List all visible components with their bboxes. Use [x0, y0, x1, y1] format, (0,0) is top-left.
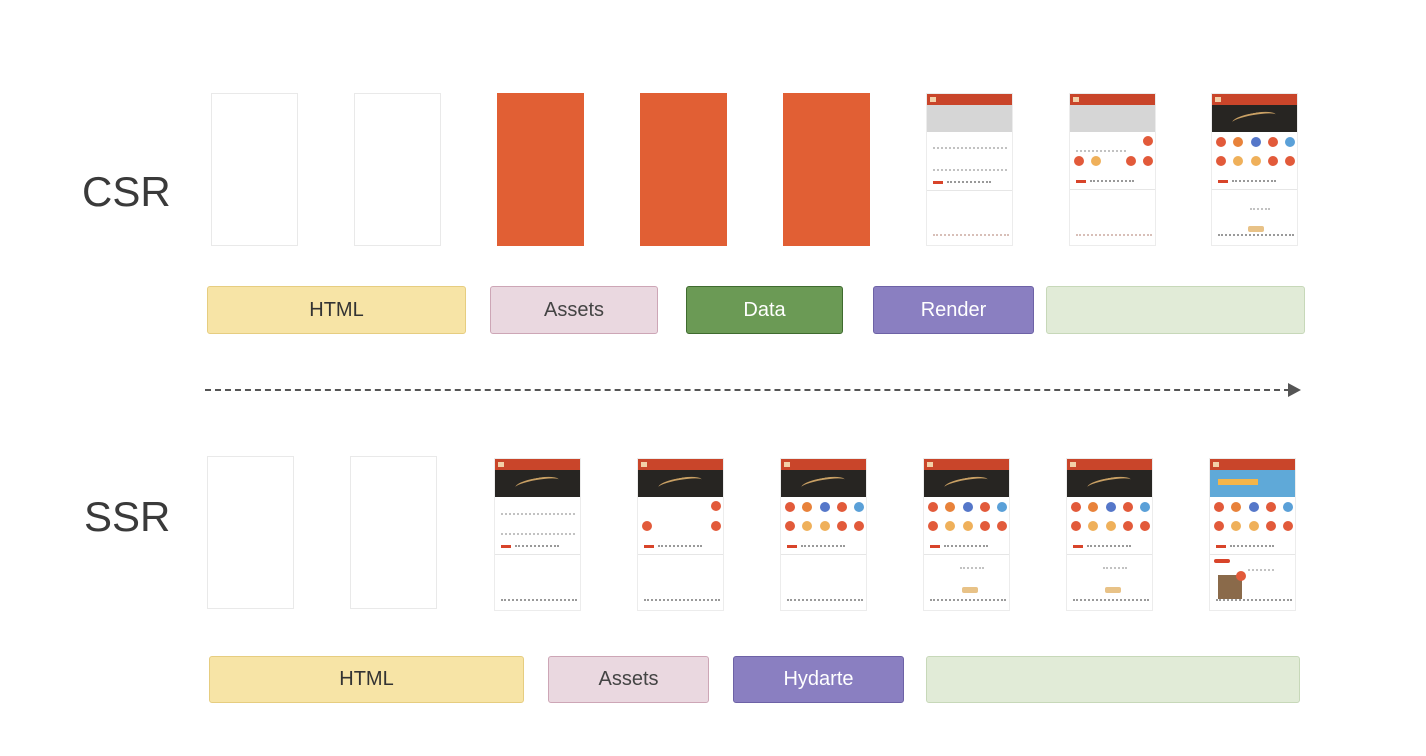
ssr-frame-6 [923, 458, 1010, 611]
ssr-frame-1 [207, 456, 294, 609]
csr-frame-1 [211, 93, 298, 246]
csr-render-bar: Render [873, 286, 1034, 334]
csr-data-bar: Data [686, 286, 843, 334]
ssr-frame-5 [780, 458, 867, 611]
timeline-arrow-head [1288, 383, 1301, 397]
csr-frame-3 [497, 93, 584, 246]
csr-frame-5 [783, 93, 870, 246]
ssr-hydrate-bar: Hydarte [733, 656, 904, 703]
csr-html-bar: HTML [207, 286, 466, 334]
app-header [927, 94, 1012, 105]
ssr-frame-2 [350, 456, 437, 609]
ssr-label: SSR [84, 493, 171, 540]
csr-frame-2 [354, 93, 441, 246]
csr-frame-8 [1211, 93, 1298, 246]
ssr-frame-4 [637, 458, 724, 611]
csr-frame-7 [1069, 93, 1156, 246]
csr-frame-6 [926, 93, 1013, 246]
ssr-idle-bar [926, 656, 1300, 703]
timeline-arrow-line [205, 389, 1290, 391]
csr-label: CSR [82, 168, 171, 215]
csr-assets-bar: Assets [490, 286, 658, 334]
ssr-frame-8 [1209, 458, 1296, 611]
ssr-assets-bar: Assets [548, 656, 709, 703]
ssr-frame-3 [494, 458, 581, 611]
banner-placeholder [927, 105, 1012, 132]
ssr-frame-7 [1066, 458, 1153, 611]
ssr-html-bar: HTML [209, 656, 524, 703]
csr-idle-bar [1046, 286, 1305, 334]
csr-frame-4 [640, 93, 727, 246]
